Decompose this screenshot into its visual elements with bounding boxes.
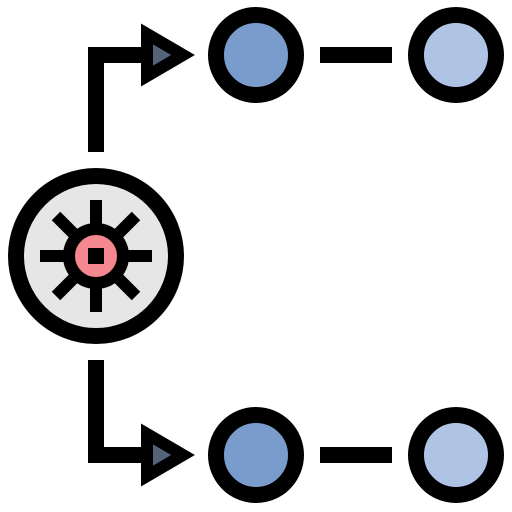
- bottom-secondary-node: [408, 407, 504, 503]
- gear-icon: [40, 200, 152, 312]
- top-branch-connector: [88, 47, 150, 152]
- bottom-arrowhead-icon: [141, 423, 195, 487]
- top-primary-node: [208, 7, 304, 103]
- top-arrowhead-icon: [141, 23, 195, 87]
- bottom-branch-connector: [88, 360, 150, 463]
- top-secondary-node: [408, 7, 504, 103]
- bottom-primary-node: [208, 407, 304, 503]
- gear-hole: [88, 248, 104, 264]
